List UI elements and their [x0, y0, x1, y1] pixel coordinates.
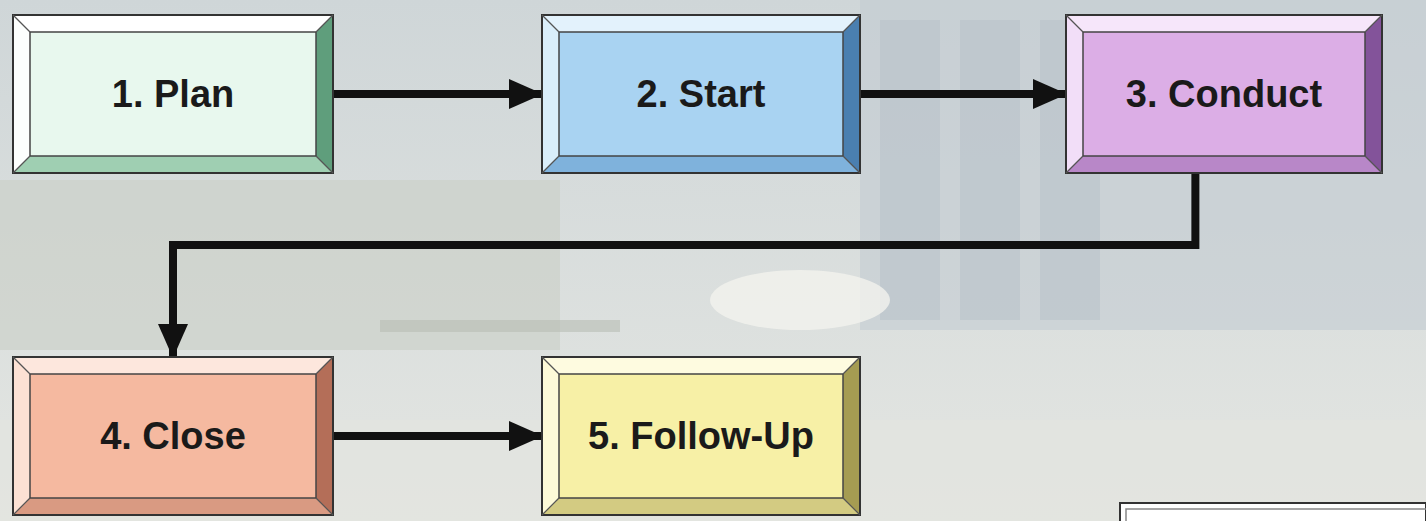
process-box: 1. Plan	[12, 14, 334, 174]
box-label: 4. Close	[100, 415, 246, 458]
process-box: 2. Start	[541, 14, 861, 174]
process-box: 5. Follow-Up	[541, 356, 861, 516]
flow-arrow	[173, 174, 1195, 356]
process-box: 3. Conduct	[1065, 14, 1383, 174]
process-box: 4. Close	[12, 356, 334, 516]
flow-arrow	[334, 432, 541, 440]
flow-arrow	[334, 90, 541, 98]
box-label: 3. Conduct	[1126, 73, 1322, 116]
box-label: 5. Follow-Up	[588, 415, 814, 458]
partial-box	[1120, 503, 1426, 521]
box-label: 1. Plan	[112, 73, 235, 116]
flow-arrow	[861, 90, 1065, 98]
box-label: 2. Start	[637, 73, 766, 116]
